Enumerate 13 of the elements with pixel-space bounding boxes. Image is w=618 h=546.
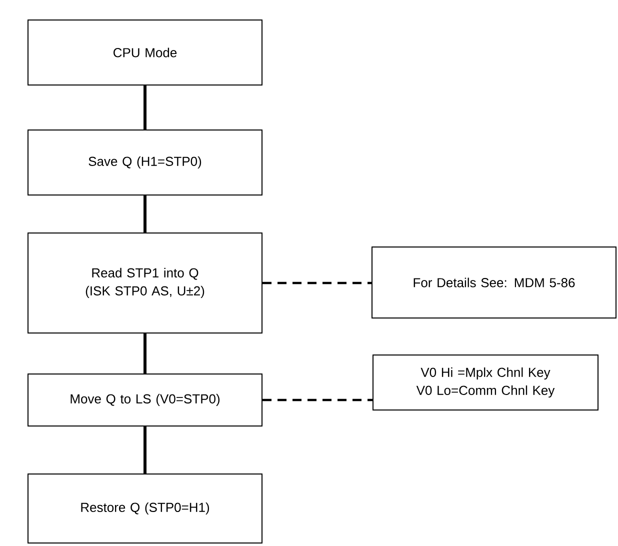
connector-line	[262, 282, 372, 284]
process-box: For Details See: MDM 5-86	[372, 246, 616, 318]
connector-line	[144, 86, 146, 130]
process-box: Restore Q (STP0=H1)	[28, 474, 262, 544]
process-box: Save Q (H1=STP0)	[28, 130, 262, 196]
connector-line	[262, 398, 372, 402]
process-box: Move Q to LS (V0=STP0)	[28, 374, 262, 426]
process-box: V0 Hi =Mplx Chnl Key V0 Lo=Comm Chnl Key	[372, 354, 598, 410]
connector-line	[144, 426, 146, 474]
connector-line	[144, 196, 146, 232]
connector-line	[144, 334, 146, 374]
process-box: CPU Mode	[28, 20, 262, 86]
process-box: Read STP1 into Q (ISK STP0 AS, U±2)	[28, 232, 262, 334]
